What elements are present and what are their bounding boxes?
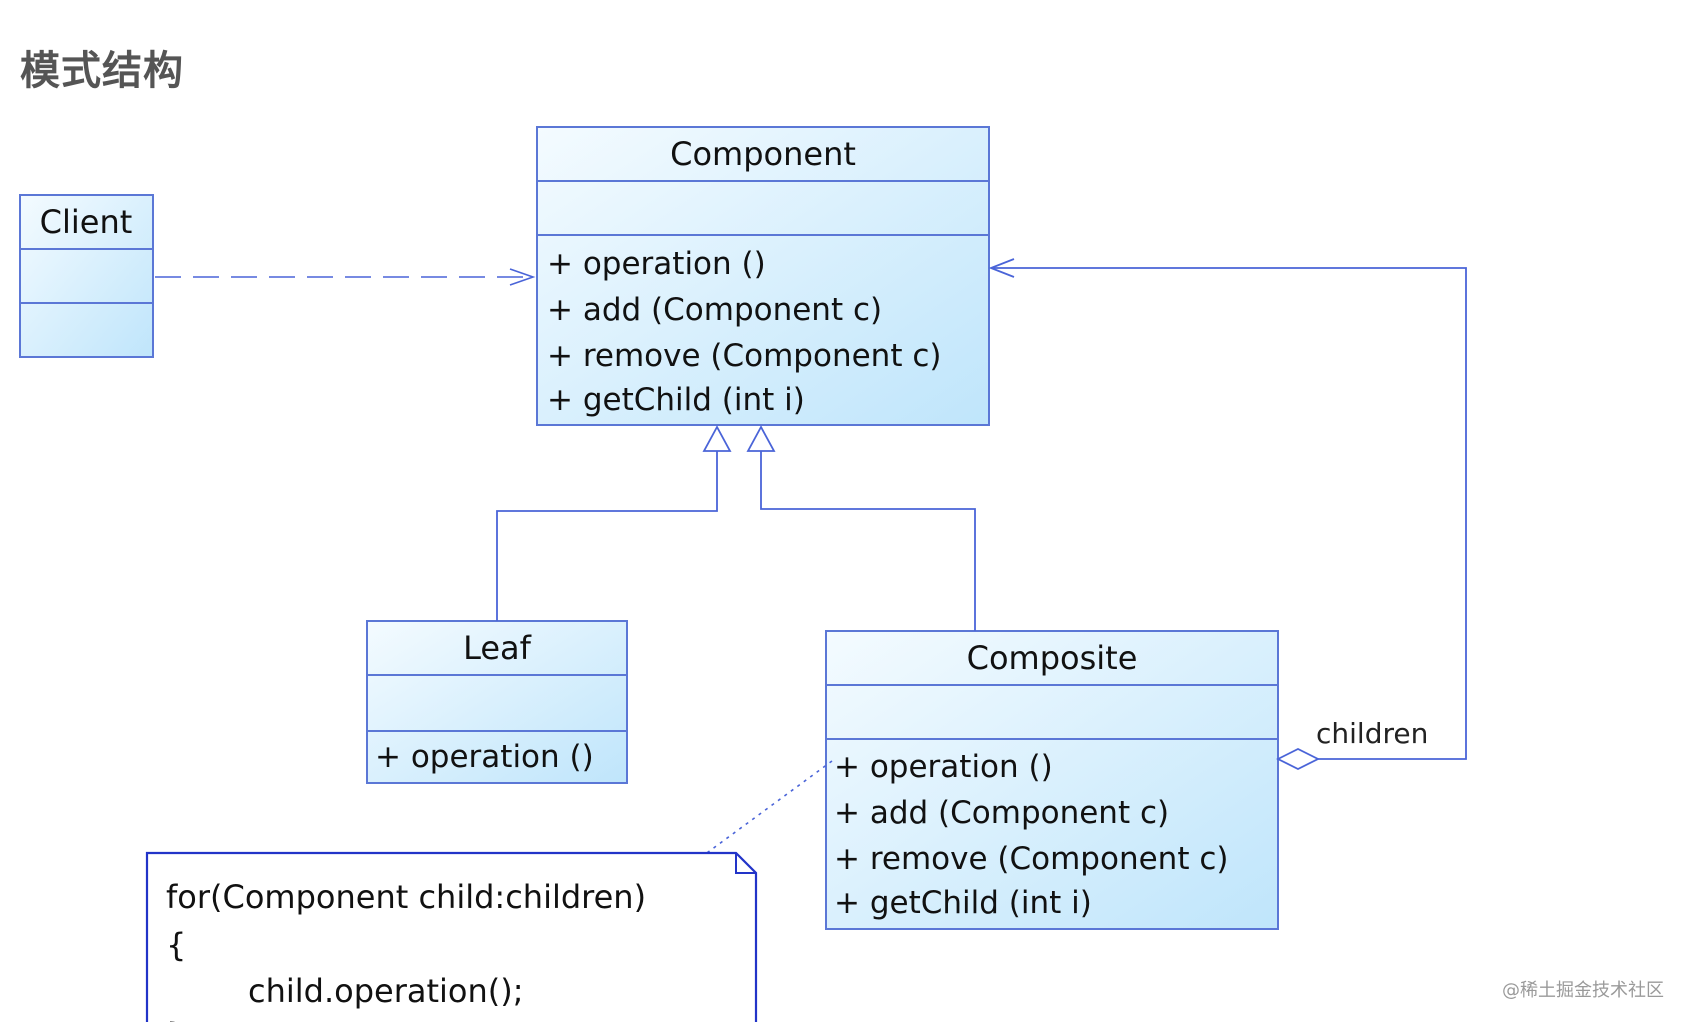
composite-op-4: + getChild (int i) <box>834 885 1092 921</box>
note-anchor-line <box>699 760 833 859</box>
watermark: @稀土掘金技术社区 <box>1502 980 1664 1001</box>
children-label: children <box>1316 717 1428 750</box>
class-leaf-name: Leaf <box>463 629 532 667</box>
note-box: for(Component child:children) { child.op… <box>145 851 758 1022</box>
inheritance-composite-component <box>746 425 976 631</box>
component-op-2: + add (Component c) <box>547 292 882 328</box>
class-client[interactable]: Client <box>19 194 154 358</box>
composite-op-1: + operation () <box>834 749 1053 785</box>
component-op-4: + getChild (int i) <box>547 382 805 418</box>
note-line-1: for(Component child:children) <box>166 878 646 916</box>
composite-op-3: + remove (Component c) <box>834 841 1228 877</box>
note-line-3: child.operation(); <box>248 972 524 1010</box>
class-leaf[interactable]: Leaf + operation () <box>366 620 628 784</box>
class-component-name: Component <box>670 135 856 173</box>
class-component[interactable]: Component + operation () + add (Componen… <box>536 126 990 426</box>
note-line-4: } <box>166 1016 186 1022</box>
class-composite-name: Composite <box>967 639 1138 677</box>
component-op-3: + remove (Component c) <box>547 338 941 374</box>
leaf-op-1: + operation () <box>375 739 594 775</box>
class-client-name: Client <box>40 203 133 241</box>
note-line-2: { <box>166 926 186 964</box>
aggregation-children: children <box>988 258 1467 771</box>
composite-op-2: + add (Component c) <box>834 795 1169 831</box>
inheritance-leaf-component <box>496 425 732 621</box>
class-composite[interactable]: Composite + operation () + add (Componen… <box>825 630 1279 930</box>
dependency-client-component <box>155 268 536 286</box>
section-heading: 模式结构 <box>20 48 184 94</box>
component-op-1: + operation () <box>547 246 766 282</box>
